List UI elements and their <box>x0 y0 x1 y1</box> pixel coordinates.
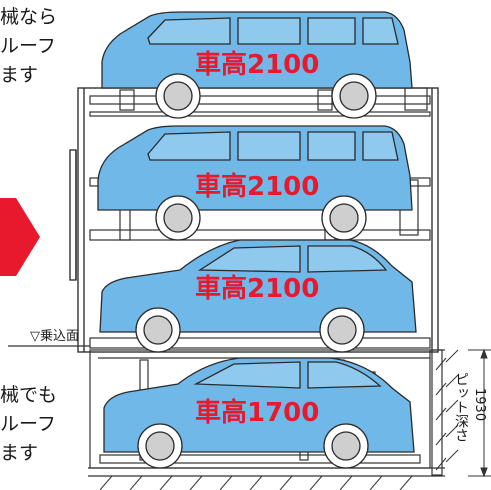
car-level-4 <box>103 357 415 469</box>
top-side-text-line-1: 械なら <box>0 6 58 28</box>
car-level-2 <box>97 125 413 241</box>
bottom-side-text-line-2: ルーフ <box>0 413 56 435</box>
height-label-level-2: 車高2100 <box>195 172 320 202</box>
floor-level-label: ▽乗込面 <box>30 329 79 344</box>
car-level-3 <box>99 239 417 353</box>
height-label-level-1: 車高2100 <box>195 50 320 80</box>
bottom-side-text-line-1: 械でも <box>0 384 58 406</box>
pit-dimension <box>468 348 491 478</box>
height-label-level-4: 車高1700 <box>195 398 320 428</box>
direction-arrow <box>0 198 40 276</box>
pit-hatching <box>99 357 447 490</box>
pit-depth-label: ピット深さ <box>453 372 469 442</box>
pit-depth-value: 1930 <box>472 388 487 422</box>
bottom-side-text-line-3: ます <box>0 442 39 464</box>
height-label-level-3: 車高2100 <box>195 274 320 304</box>
wall-hatching <box>445 349 459 463</box>
top-side-text-line-2: ルーフ <box>0 35 56 57</box>
car-level-1 <box>101 11 413 119</box>
top-side-text-line-3: ます <box>0 64 39 86</box>
